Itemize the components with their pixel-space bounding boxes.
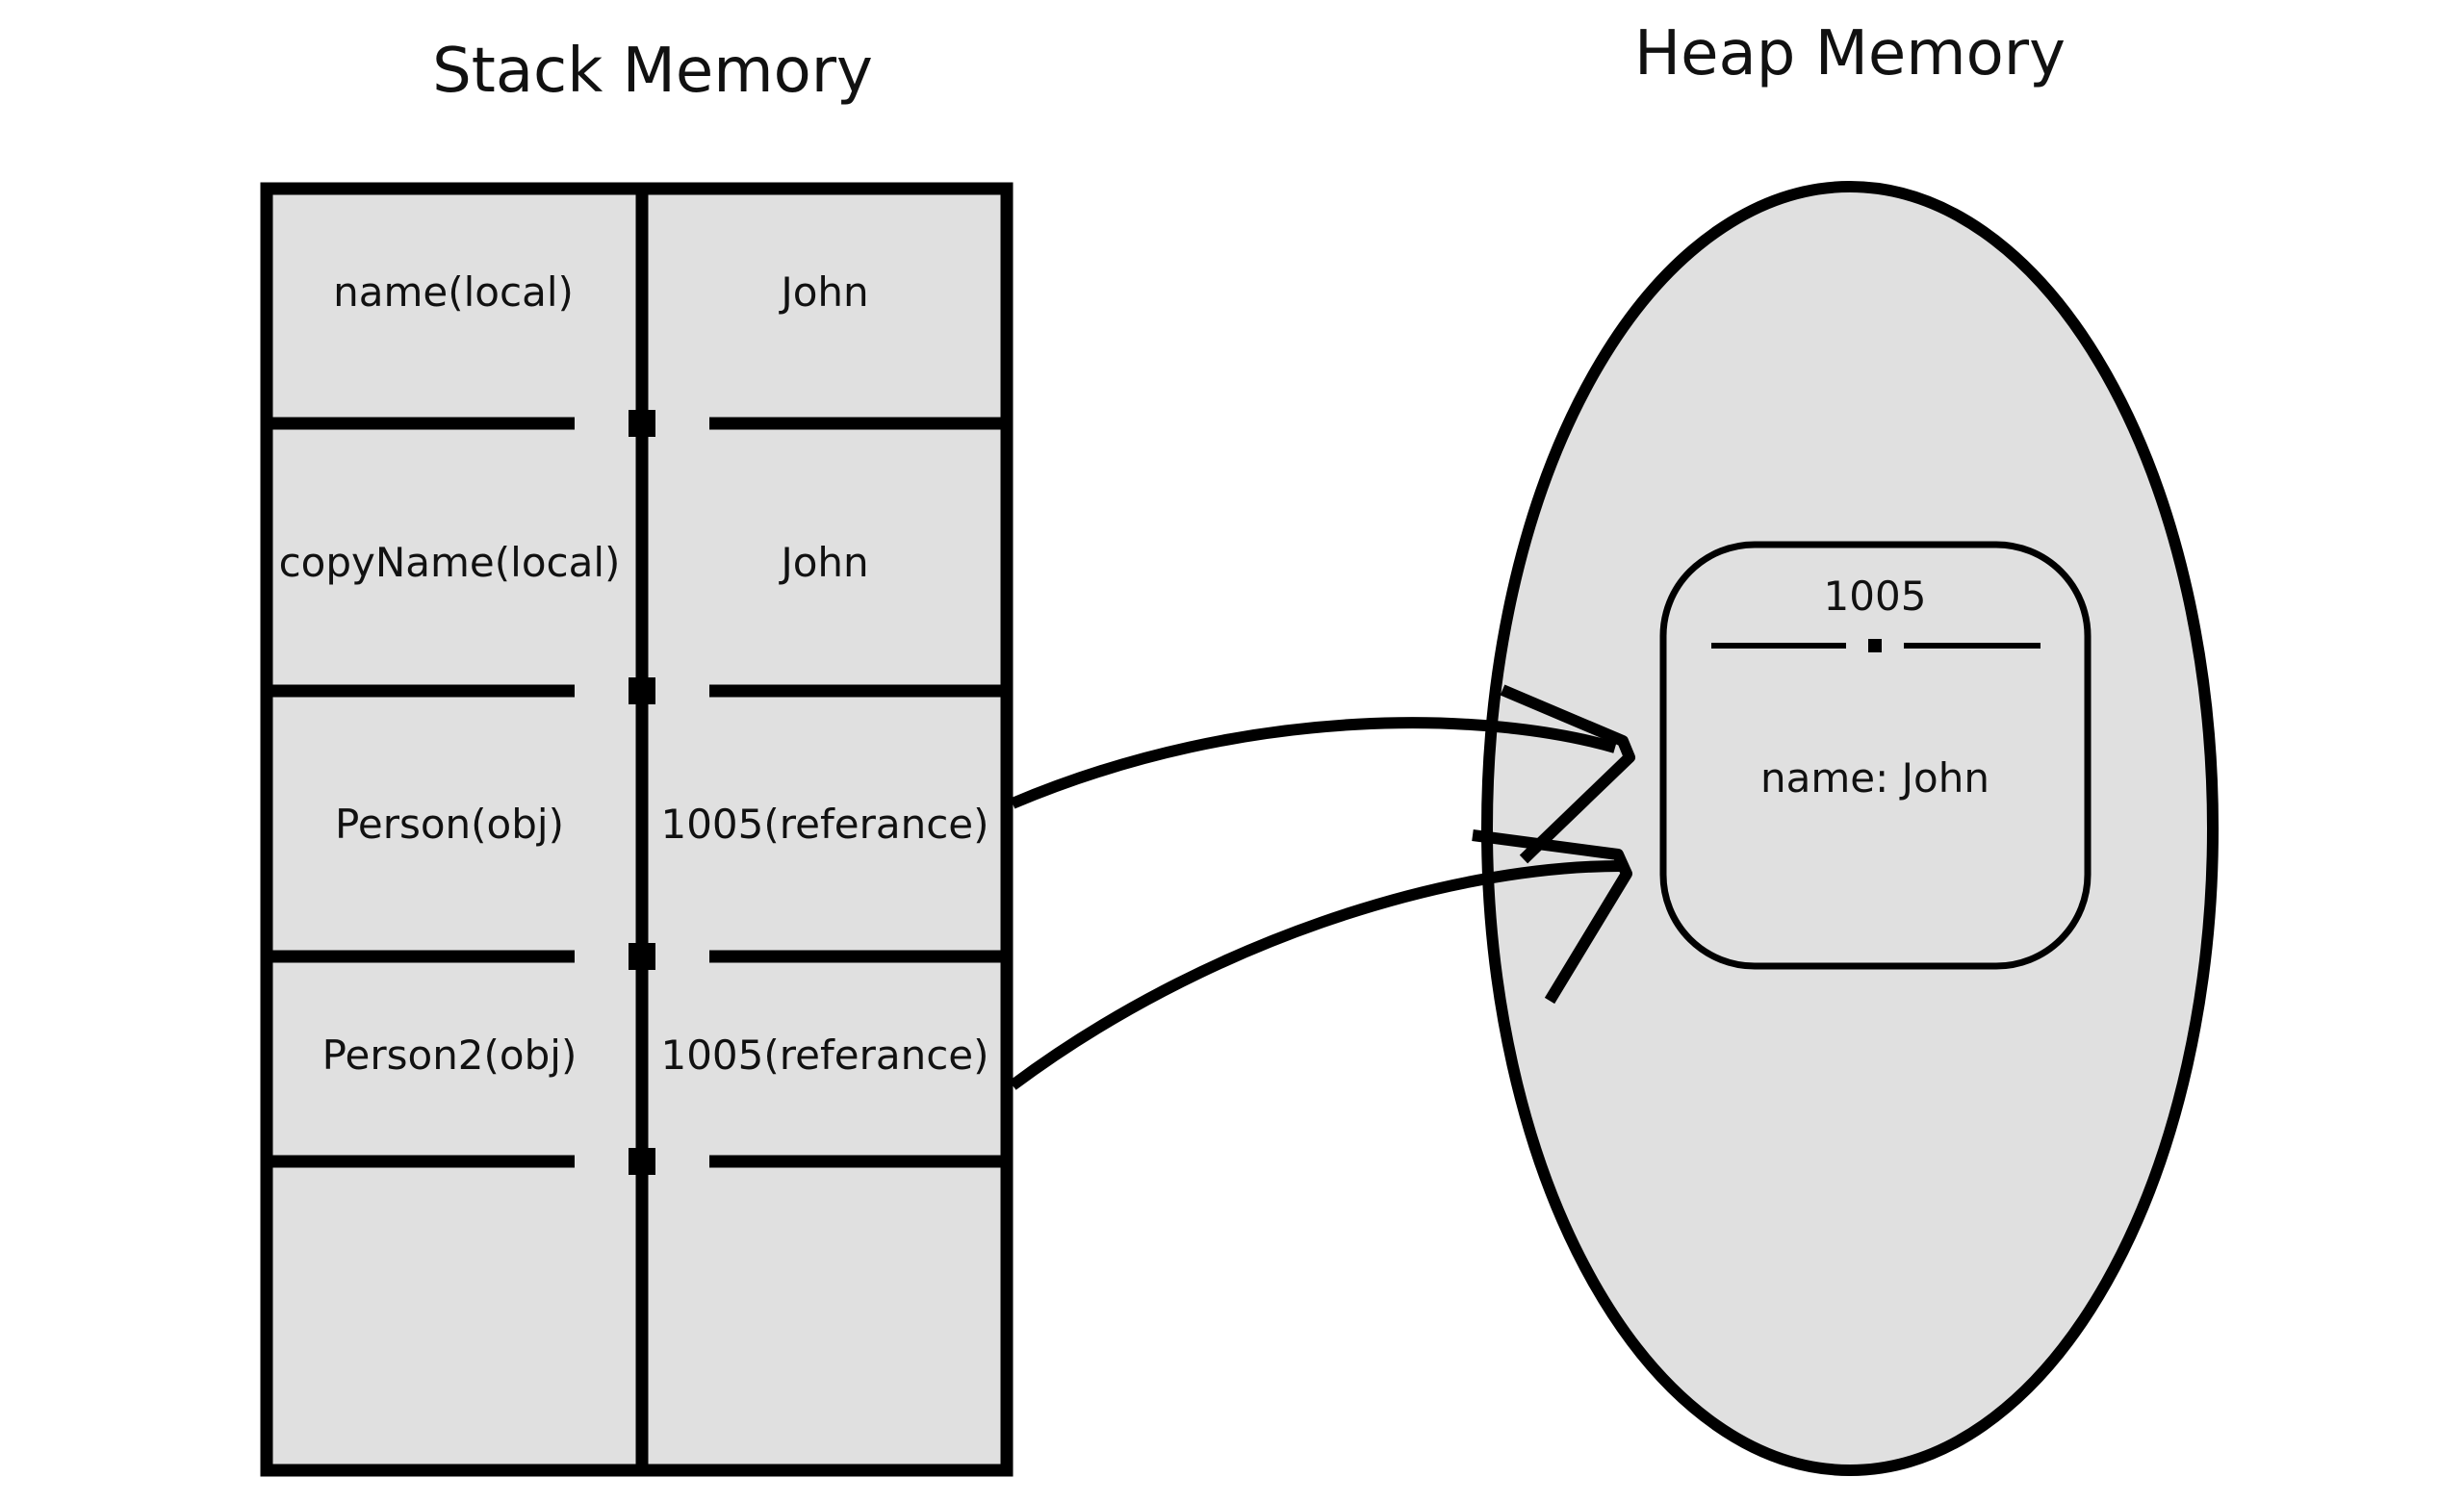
heap-object-address: 1005 bbox=[1824, 573, 1927, 620]
stack-row-variable: Person2(obj) bbox=[322, 1032, 578, 1079]
stack-row-value: John bbox=[778, 539, 868, 586]
stack-table: name(local) John copyName(local) John Pe… bbox=[260, 182, 1014, 1477]
row-separator bbox=[272, 677, 1001, 704]
stack-row-value: 1005(referance) bbox=[660, 1032, 988, 1079]
heap-memory-title: Heap Memory bbox=[1634, 18, 2066, 89]
heap-object: 1005 name: John bbox=[1659, 541, 2092, 970]
reference-arrow bbox=[1009, 829, 1632, 1090]
stack-row-value: John bbox=[778, 268, 868, 316]
heap-object-box bbox=[1659, 541, 2092, 970]
heap-object-divider bbox=[1711, 639, 2040, 652]
row-separator bbox=[272, 410, 1001, 437]
stack-row-value: 1005(referance) bbox=[660, 801, 988, 848]
row-separator bbox=[272, 1148, 1001, 1175]
stack-row: Person2(obj) 1005(referance) bbox=[322, 1032, 989, 1079]
stack-row: name(local) John bbox=[333, 268, 869, 316]
heap-object-field: name: John bbox=[1760, 754, 1989, 802]
stack-row: copyName(local) John bbox=[279, 539, 869, 586]
reference-arrow bbox=[1010, 684, 1635, 864]
stack-row-variable: name(local) bbox=[333, 268, 574, 316]
stack-row-variable: Person(obj) bbox=[335, 801, 564, 848]
stack-row: Person(obj) 1005(referance) bbox=[335, 801, 988, 848]
heap-area: 1005 name: John bbox=[1481, 181, 2219, 1476]
row-separator bbox=[272, 943, 1001, 970]
stack-memory-title: Stack Memory bbox=[432, 36, 873, 107]
stack-row-variable: copyName(local) bbox=[279, 539, 621, 586]
